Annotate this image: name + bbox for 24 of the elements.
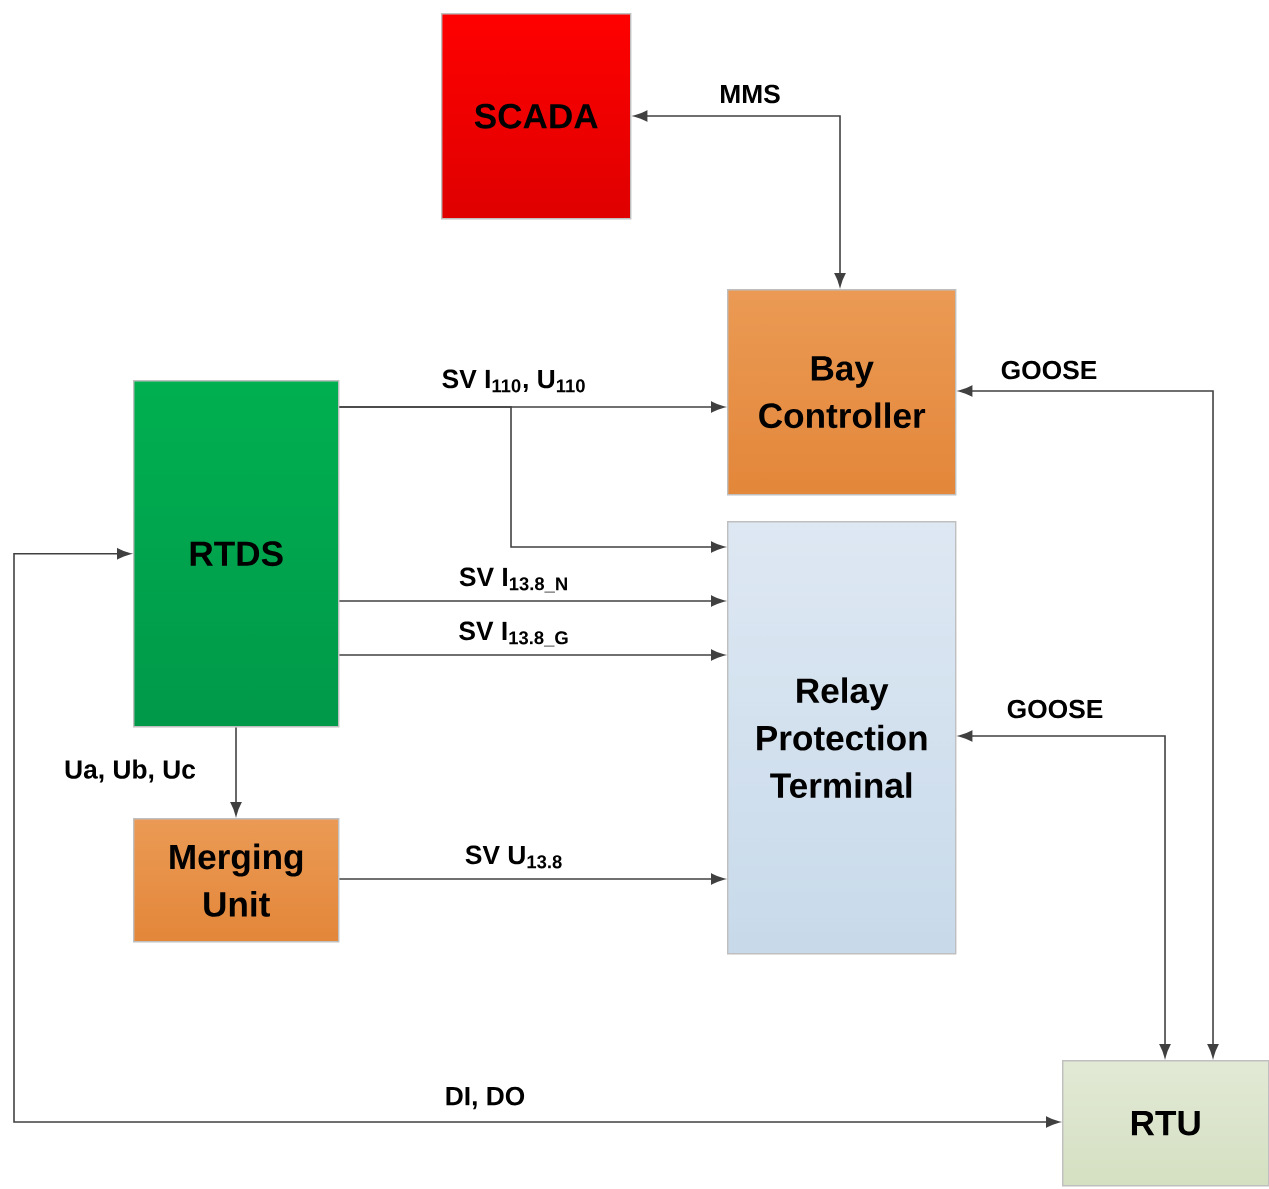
arrow <box>633 110 846 287</box>
arrow <box>13 548 1060 1128</box>
arrow <box>338 649 725 661</box>
arrow <box>338 595 725 607</box>
process-box: Bay Controller <box>727 289 957 496</box>
arrow <box>958 730 1171 1058</box>
arrow <box>958 385 1219 1058</box>
arrow <box>338 406 725 553</box>
edge-label: SV I$_{13.8_G}$ <box>456 619 572 649</box>
edge-label: Ua, Ub, Uc <box>62 757 198 785</box>
process-box: SCADA <box>441 13 632 220</box>
process-box: RTU <box>1062 1060 1269 1187</box>
edge-label: MMS <box>717 82 783 106</box>
edge-label: SV I$_{13.8_N}$ <box>457 565 571 595</box>
process-box: Relay Protection Terminal <box>727 521 957 955</box>
arrow <box>338 873 725 885</box>
edge-label: GOOSE <box>998 358 1100 382</box>
edge-label: DI, DO <box>443 1085 528 1111</box>
arrow <box>230 726 242 816</box>
process-box: Merging Unit <box>133 818 340 943</box>
edge-label: SV U$_{13.8}$ <box>463 843 565 871</box>
process-box: RTDS <box>133 380 340 728</box>
edge-label: GOOSE <box>1004 697 1106 721</box>
edge-label: SV I$_{110}$, U$_{110}$ <box>439 367 589 395</box>
